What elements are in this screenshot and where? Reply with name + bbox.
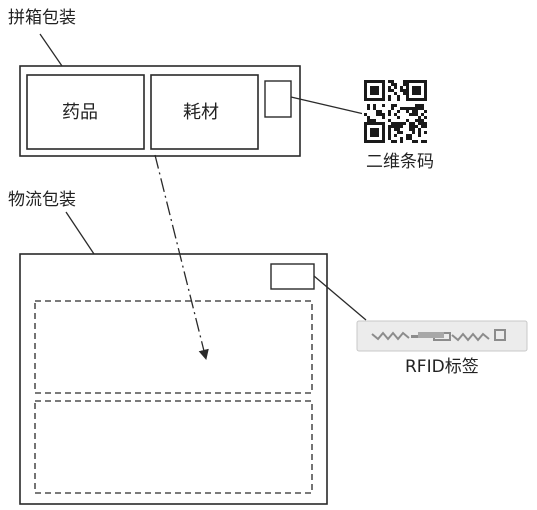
qr-code-leader	[290, 96, 365, 115]
kit-packaging-label: 拼箱包装	[8, 8, 76, 28]
rfid-label-slot	[270, 263, 315, 290]
lower-slot-dashed	[34, 400, 313, 494]
upper-slot-dashed	[34, 300, 313, 394]
logistics-packaging-box	[19, 253, 328, 505]
placement-arrow	[154, 154, 209, 361]
logistics-packaging-label: 物流包装	[8, 190, 76, 210]
consumables-label: 耗材	[183, 102, 219, 123]
rfid-tag-leader	[313, 275, 367, 321]
kit-packaging-box	[19, 65, 301, 157]
logistics-packaging-leader	[65, 211, 95, 255]
qr-code-icon	[362, 78, 429, 145]
consumables-compartment	[150, 74, 259, 150]
kit-packaging-leader	[39, 33, 63, 67]
rfid-tag-label: RFID标签	[405, 357, 479, 377]
qr-code-label: 二维条码	[366, 152, 434, 172]
medicine-compartment	[26, 74, 145, 150]
rfid-tag-icon	[356, 320, 528, 352]
medicine-label: 药品	[62, 102, 98, 123]
qr-label-slot	[264, 80, 292, 118]
